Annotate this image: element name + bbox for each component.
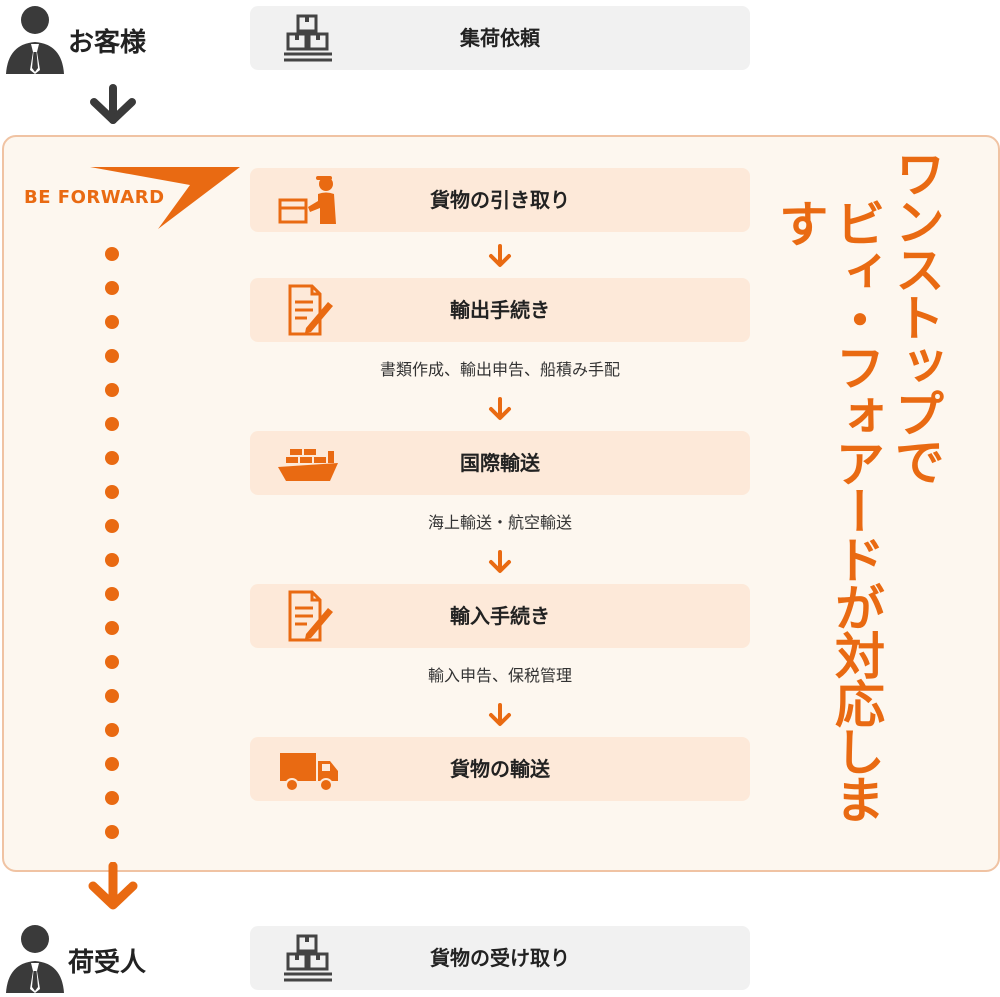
- dot: [105, 553, 119, 567]
- tagline-line2: ビィ・フォアードが対応します: [771, 198, 885, 822]
- dot: [105, 621, 119, 635]
- small-down-arrow-icon: [489, 703, 511, 726]
- dot: [105, 825, 119, 839]
- tagline-line1: ワンストップで: [887, 148, 945, 484]
- small-down-arrow-icon: [489, 397, 511, 420]
- step-label: 貨物の輸送: [450, 757, 550, 781]
- tagline: ワンストップで ビィ・フォアードが対応します: [771, 148, 948, 848]
- step-import-procedure: 輸入手続き: [250, 584, 750, 648]
- boxes-pallet-icon: [284, 934, 332, 982]
- down-arrow-icon: [90, 84, 136, 124]
- orange-down-arrow-icon: [88, 862, 138, 910]
- document-pen-icon: [288, 590, 333, 642]
- step-subtext: 輸入申告、保税管理: [427, 666, 572, 685]
- dot: [105, 655, 119, 669]
- logo-text: BE FORWARD: [24, 187, 165, 208]
- customer-person-icon: [6, 6, 64, 74]
- dot: [105, 757, 119, 771]
- step-label: 輸出手続き: [450, 298, 550, 322]
- step-label: 国際輸送: [460, 451, 540, 475]
- dot: [105, 519, 119, 533]
- dot: [105, 791, 119, 805]
- document-pen-icon: [288, 284, 333, 336]
- pickup-request-label: 集荷依頼: [460, 26, 540, 50]
- step-cargo-transport: 貨物の輸送: [250, 737, 750, 801]
- step-label: 輸入手続き: [450, 604, 550, 628]
- step-subtext: 海上輸送・航空輸送: [427, 513, 572, 532]
- truck-icon: [280, 753, 338, 792]
- dot: [105, 281, 119, 295]
- container-ship-icon: [278, 449, 338, 481]
- dot: [105, 723, 119, 737]
- small-down-arrow-icon: [489, 244, 511, 267]
- pickup-request-box: 集荷依頼: [250, 6, 750, 70]
- dot: [105, 383, 119, 397]
- step-cargo-pickup: 貨物の引き取り: [250, 168, 750, 232]
- dot: [105, 485, 119, 499]
- be-forward-logo: [90, 167, 240, 229]
- step-international-transport: 国際輸送: [250, 431, 750, 495]
- receiver-person-icon: [6, 925, 64, 993]
- dot: [105, 349, 119, 363]
- dot: [105, 315, 119, 329]
- dot: [105, 451, 119, 465]
- step-export-procedure: 輸出手続き: [250, 278, 750, 342]
- small-down-arrow-icon: [489, 550, 511, 573]
- delivery-person-icon: [278, 176, 336, 224]
- step-label: 貨物の引き取り: [430, 188, 570, 212]
- receiver-label: 荷受人: [68, 948, 147, 978]
- dot: [105, 587, 119, 601]
- dot: [105, 689, 119, 703]
- dot: [105, 417, 119, 431]
- step-subtext: 書類作成、輸出申告、船積み手配: [379, 360, 620, 379]
- boxes-pallet-icon: [284, 14, 332, 62]
- customer-label: お客様: [68, 28, 147, 58]
- dot: [105, 247, 119, 261]
- receipt-label: 貨物の受け取り: [430, 946, 570, 970]
- receipt-box: 貨物の受け取り: [250, 926, 750, 990]
